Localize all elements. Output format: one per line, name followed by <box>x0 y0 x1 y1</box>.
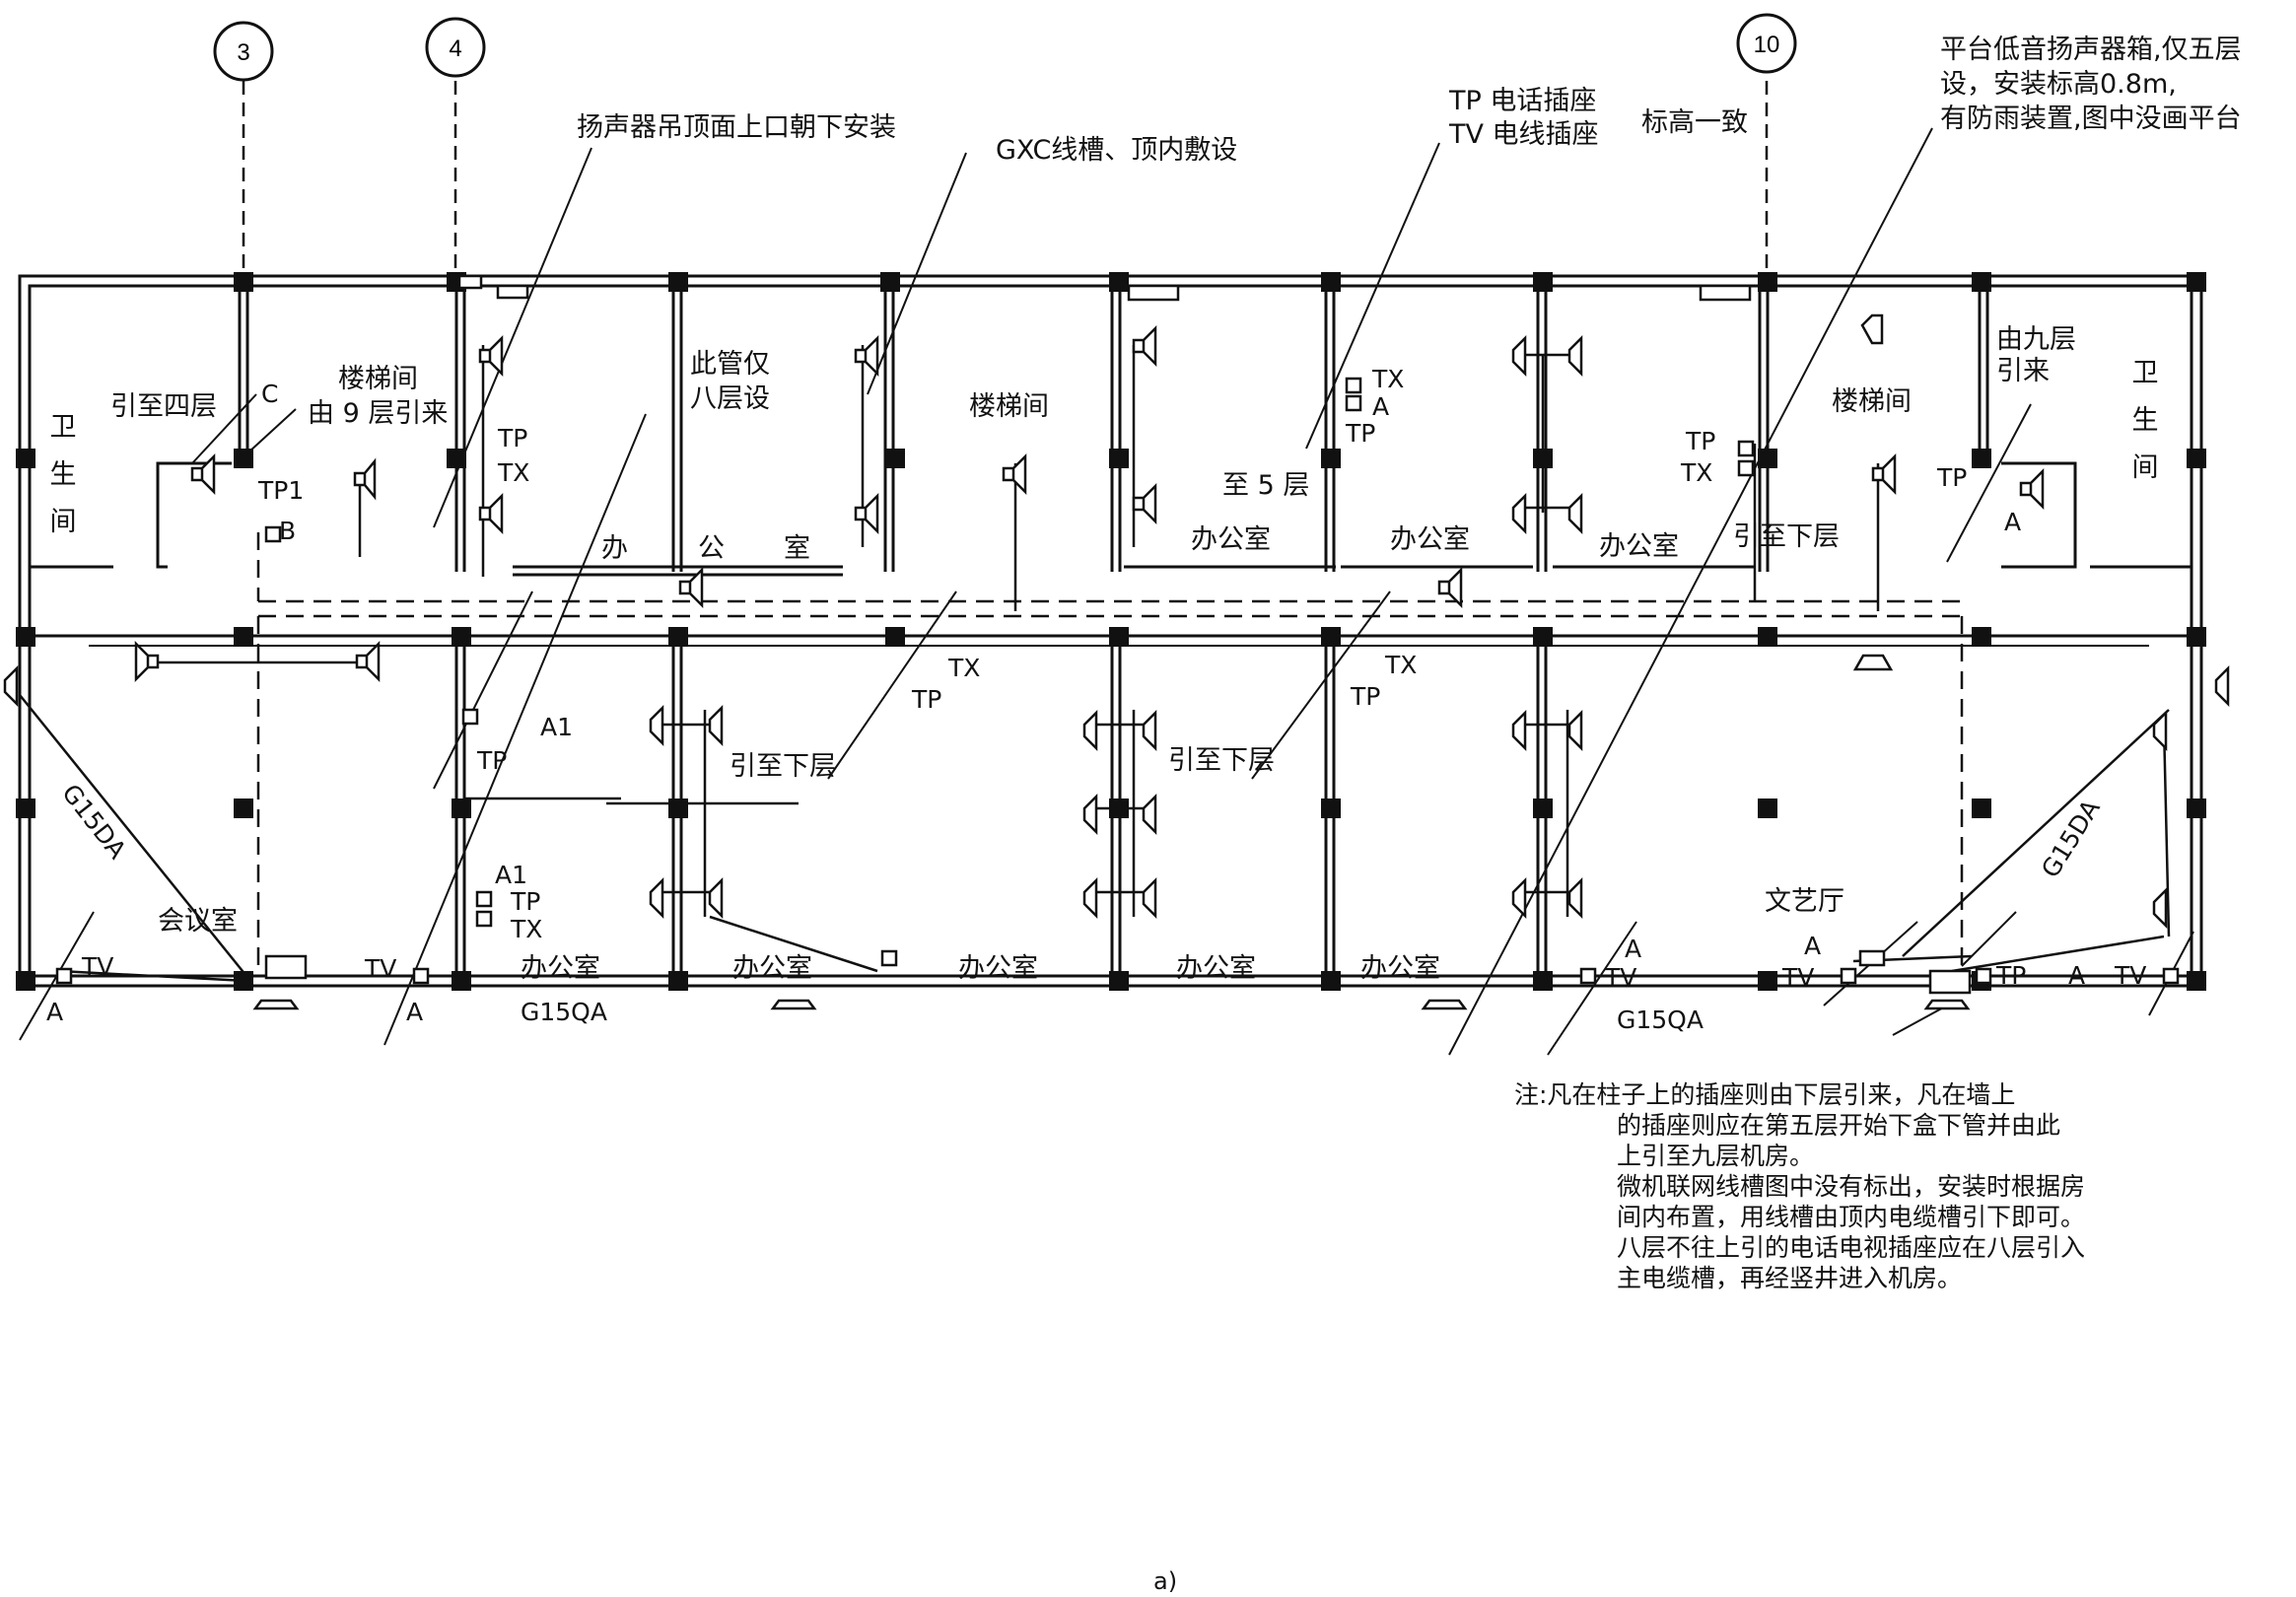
drawing-notes: 注:凡在柱子上的插座则由下层引来，凡在墙上 的插座则应在第五层开始下盒下管并由此… <box>1514 1079 2216 1293</box>
annotation-speaker-ceiling: 扬声器吊顶面上口朝下安装 <box>577 112 896 143</box>
label-from-9b-1: 由九层 <box>1996 324 2076 355</box>
label-tp-h: TP <box>511 887 541 916</box>
label-to-lower-2: 引至下层 <box>1168 745 1275 776</box>
label-g15qa-1: G15QA <box>521 998 607 1026</box>
label-pipe-8-2: 八层设 <box>690 383 770 414</box>
annotation-gxc-trough: GXC线槽、顶内敷设 <box>996 135 1238 166</box>
note-line: 的插座则应在第五层开始下盒下管并由此 <box>1617 1111 2061 1140</box>
room-meeting: 会议室 <box>158 906 238 937</box>
room-office-top-4: 办公室 <box>1599 531 1679 562</box>
speaker-icons <box>3 313 2230 930</box>
label-a-b: A <box>1372 392 1390 421</box>
label-tx-f: TX <box>1385 651 1418 679</box>
label-to-lower-top: 引至下层 <box>1733 521 1840 552</box>
label-tv-2: TV <box>365 954 397 983</box>
room-office-bot-5: 办公室 <box>1360 953 1440 984</box>
room-hall: 文艺厅 <box>1765 886 1844 917</box>
room-office-top-1c: 室 <box>784 533 810 564</box>
note-line: 间内布置，用线槽由顶内电缆槽引下即可。 <box>1617 1203 2086 1231</box>
room-office-bot-3: 办公室 <box>958 953 1038 984</box>
annotation-platform-3: 有防雨装置,图中没画平台 <box>1940 104 2242 134</box>
label-a-2: A <box>406 998 424 1026</box>
label-a-3: A <box>1625 935 1642 963</box>
label-tx-b: TX <box>1372 365 1405 393</box>
label-a-5: A <box>2068 961 2086 990</box>
room-stair-mid: 楼梯间 <box>969 391 1049 422</box>
label-tp-g: TP <box>477 746 508 775</box>
annotation-platform-1: 平台低音扬声器箱,仅五层 <box>1940 35 2242 65</box>
annotation-elevation: 标高一致 <box>1641 107 1748 138</box>
label-tp-f: TP <box>1351 682 1381 711</box>
columns <box>16 272 2206 991</box>
note-line: 八层不往上引的电话电视插座应在八层引入 <box>1617 1233 2086 1262</box>
label-a-1: A <box>46 998 64 1026</box>
label-a-d: A <box>2004 508 2022 536</box>
label-tp-d: TP <box>1937 463 1968 492</box>
figure-caption: a) <box>1153 1567 1178 1595</box>
label-b: B <box>279 517 297 545</box>
room-office-top-1b: 公 <box>698 533 725 564</box>
label-to-4th: 引至四层 <box>110 391 217 422</box>
label-a-4: A <box>1804 932 1822 960</box>
label-tx-a: TX <box>498 458 530 487</box>
axis-number-3: 3 <box>237 39 249 66</box>
label-tx-c: TX <box>1681 458 1713 487</box>
note-line: 主电缆槽，再经竖井进入机房。 <box>1617 1264 1963 1292</box>
room-office-bot-1: 办公室 <box>521 953 600 984</box>
label-g15qa-2: G15QA <box>1617 1006 1704 1034</box>
label-a1-a: A1 <box>540 713 574 741</box>
label-to-lower-1: 引至下层 <box>730 751 836 782</box>
annotation-tp-socket: TP 电话插座 <box>1449 86 1597 116</box>
label-pipe-8-1: 此管仅 <box>690 349 770 380</box>
label-tv-3: TV <box>1605 963 1637 992</box>
annotation-tv-socket: TV 电线插座 <box>1449 119 1599 150</box>
label-tp-5: TP <box>1996 961 2027 990</box>
label-tv-4: TV <box>1782 963 1815 992</box>
room-office-top-2: 办公室 <box>1191 524 1271 555</box>
label-from-9: 由 9 层引来 <box>308 398 449 429</box>
room-toilet-left: 卫生间 <box>49 412 77 537</box>
room-office-bot-2: 办公室 <box>732 953 812 984</box>
room-stair-right: 楼梯间 <box>1832 386 1912 417</box>
note-line: 注:凡在柱子上的插座则由下层引来，凡在墙上 <box>1514 1080 2016 1109</box>
label-tx-h: TX <box>511 915 543 943</box>
room-office-bot-4: 办公室 <box>1176 953 1256 984</box>
room-stair-left: 楼梯间 <box>338 364 418 394</box>
label-tp1: TP1 <box>258 476 305 505</box>
label-tv-1: TV <box>82 952 114 981</box>
label-tp-b: TP <box>1346 419 1376 448</box>
annotation-platform-2: 设，安装标高0.8m, <box>1940 69 2177 100</box>
note-line: 上引至九层机房。 <box>1617 1142 1815 1170</box>
room-toilet-right: 卫生间 <box>2131 358 2159 483</box>
note-line: 微机联网线槽图中没有标出，安装时根据房 <box>1617 1172 2086 1201</box>
axis-number-10: 10 <box>1754 32 1780 58</box>
label-to-5: 至 5 层 <box>1222 470 1310 501</box>
label-tp-a: TP <box>498 424 528 452</box>
label-tv-5: TV <box>2115 961 2147 990</box>
label-tp-e: TP <box>912 685 942 714</box>
axis-circle-4 <box>425 17 486 78</box>
room-office-top-1a: 办 <box>601 533 628 564</box>
label-c: C <box>261 380 279 408</box>
label-from-9b-2: 引来 <box>1996 356 2050 386</box>
label-tx-e: TX <box>948 654 981 682</box>
axis-circle-3 <box>213 21 274 82</box>
label-tp-c: TP <box>1686 427 1716 455</box>
axis-circle-10 <box>1736 13 1797 74</box>
room-office-top-3: 办公室 <box>1390 524 1470 555</box>
socket-icons <box>55 274 2180 1010</box>
axis-number-4: 4 <box>449 35 461 62</box>
label-a1-b: A1 <box>495 861 528 889</box>
